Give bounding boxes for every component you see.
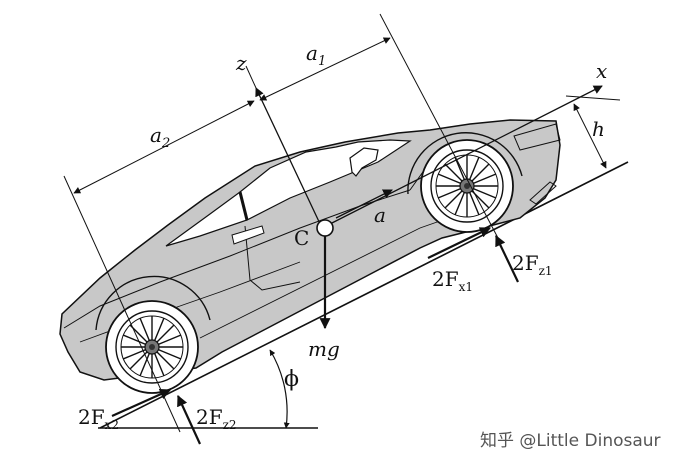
angle-arc bbox=[269, 349, 290, 429]
rear-traction-force-arrow bbox=[111, 388, 172, 418]
rear-wheel bbox=[105, 300, 199, 394]
acceleration-arrow bbox=[335, 189, 393, 219]
z-axis-line bbox=[255, 87, 323, 229]
center-of-gravity bbox=[316, 219, 334, 237]
a1-label: a1 bbox=[306, 41, 326, 69]
x-axis-label: x bbox=[596, 59, 607, 83]
rear-traction-label: 2Fx2 bbox=[78, 405, 119, 432]
labels: z x a1 a2 h a C mg 2Fx1 2Fz1 2Fx2 2Fz2 ϕ… bbox=[78, 41, 661, 451]
z-axis-label: z bbox=[235, 51, 247, 75]
side-mirror bbox=[349, 147, 379, 177]
x-axis-line bbox=[325, 85, 603, 227]
rear-normal-label: 2Fz2 bbox=[196, 405, 237, 432]
angle-label: ϕ bbox=[284, 367, 299, 392]
front-traction-label: 2Fx1 bbox=[432, 267, 473, 294]
front-normal-label: 2Fz1 bbox=[512, 251, 553, 278]
h-label: h bbox=[592, 117, 605, 141]
rear-normal-force-arrow bbox=[177, 395, 201, 445]
weight-label: mg bbox=[308, 337, 340, 361]
acceleration-label: a bbox=[374, 203, 386, 227]
watermark: 知乎 @Little Dinosaur bbox=[480, 431, 661, 451]
a2-label: a2 bbox=[150, 123, 170, 151]
force-arrows bbox=[111, 227, 519, 445]
front-traction-force-arrow bbox=[427, 227, 491, 259]
front-normal-force-arrow bbox=[495, 235, 519, 283]
cg-label: C bbox=[294, 226, 309, 250]
